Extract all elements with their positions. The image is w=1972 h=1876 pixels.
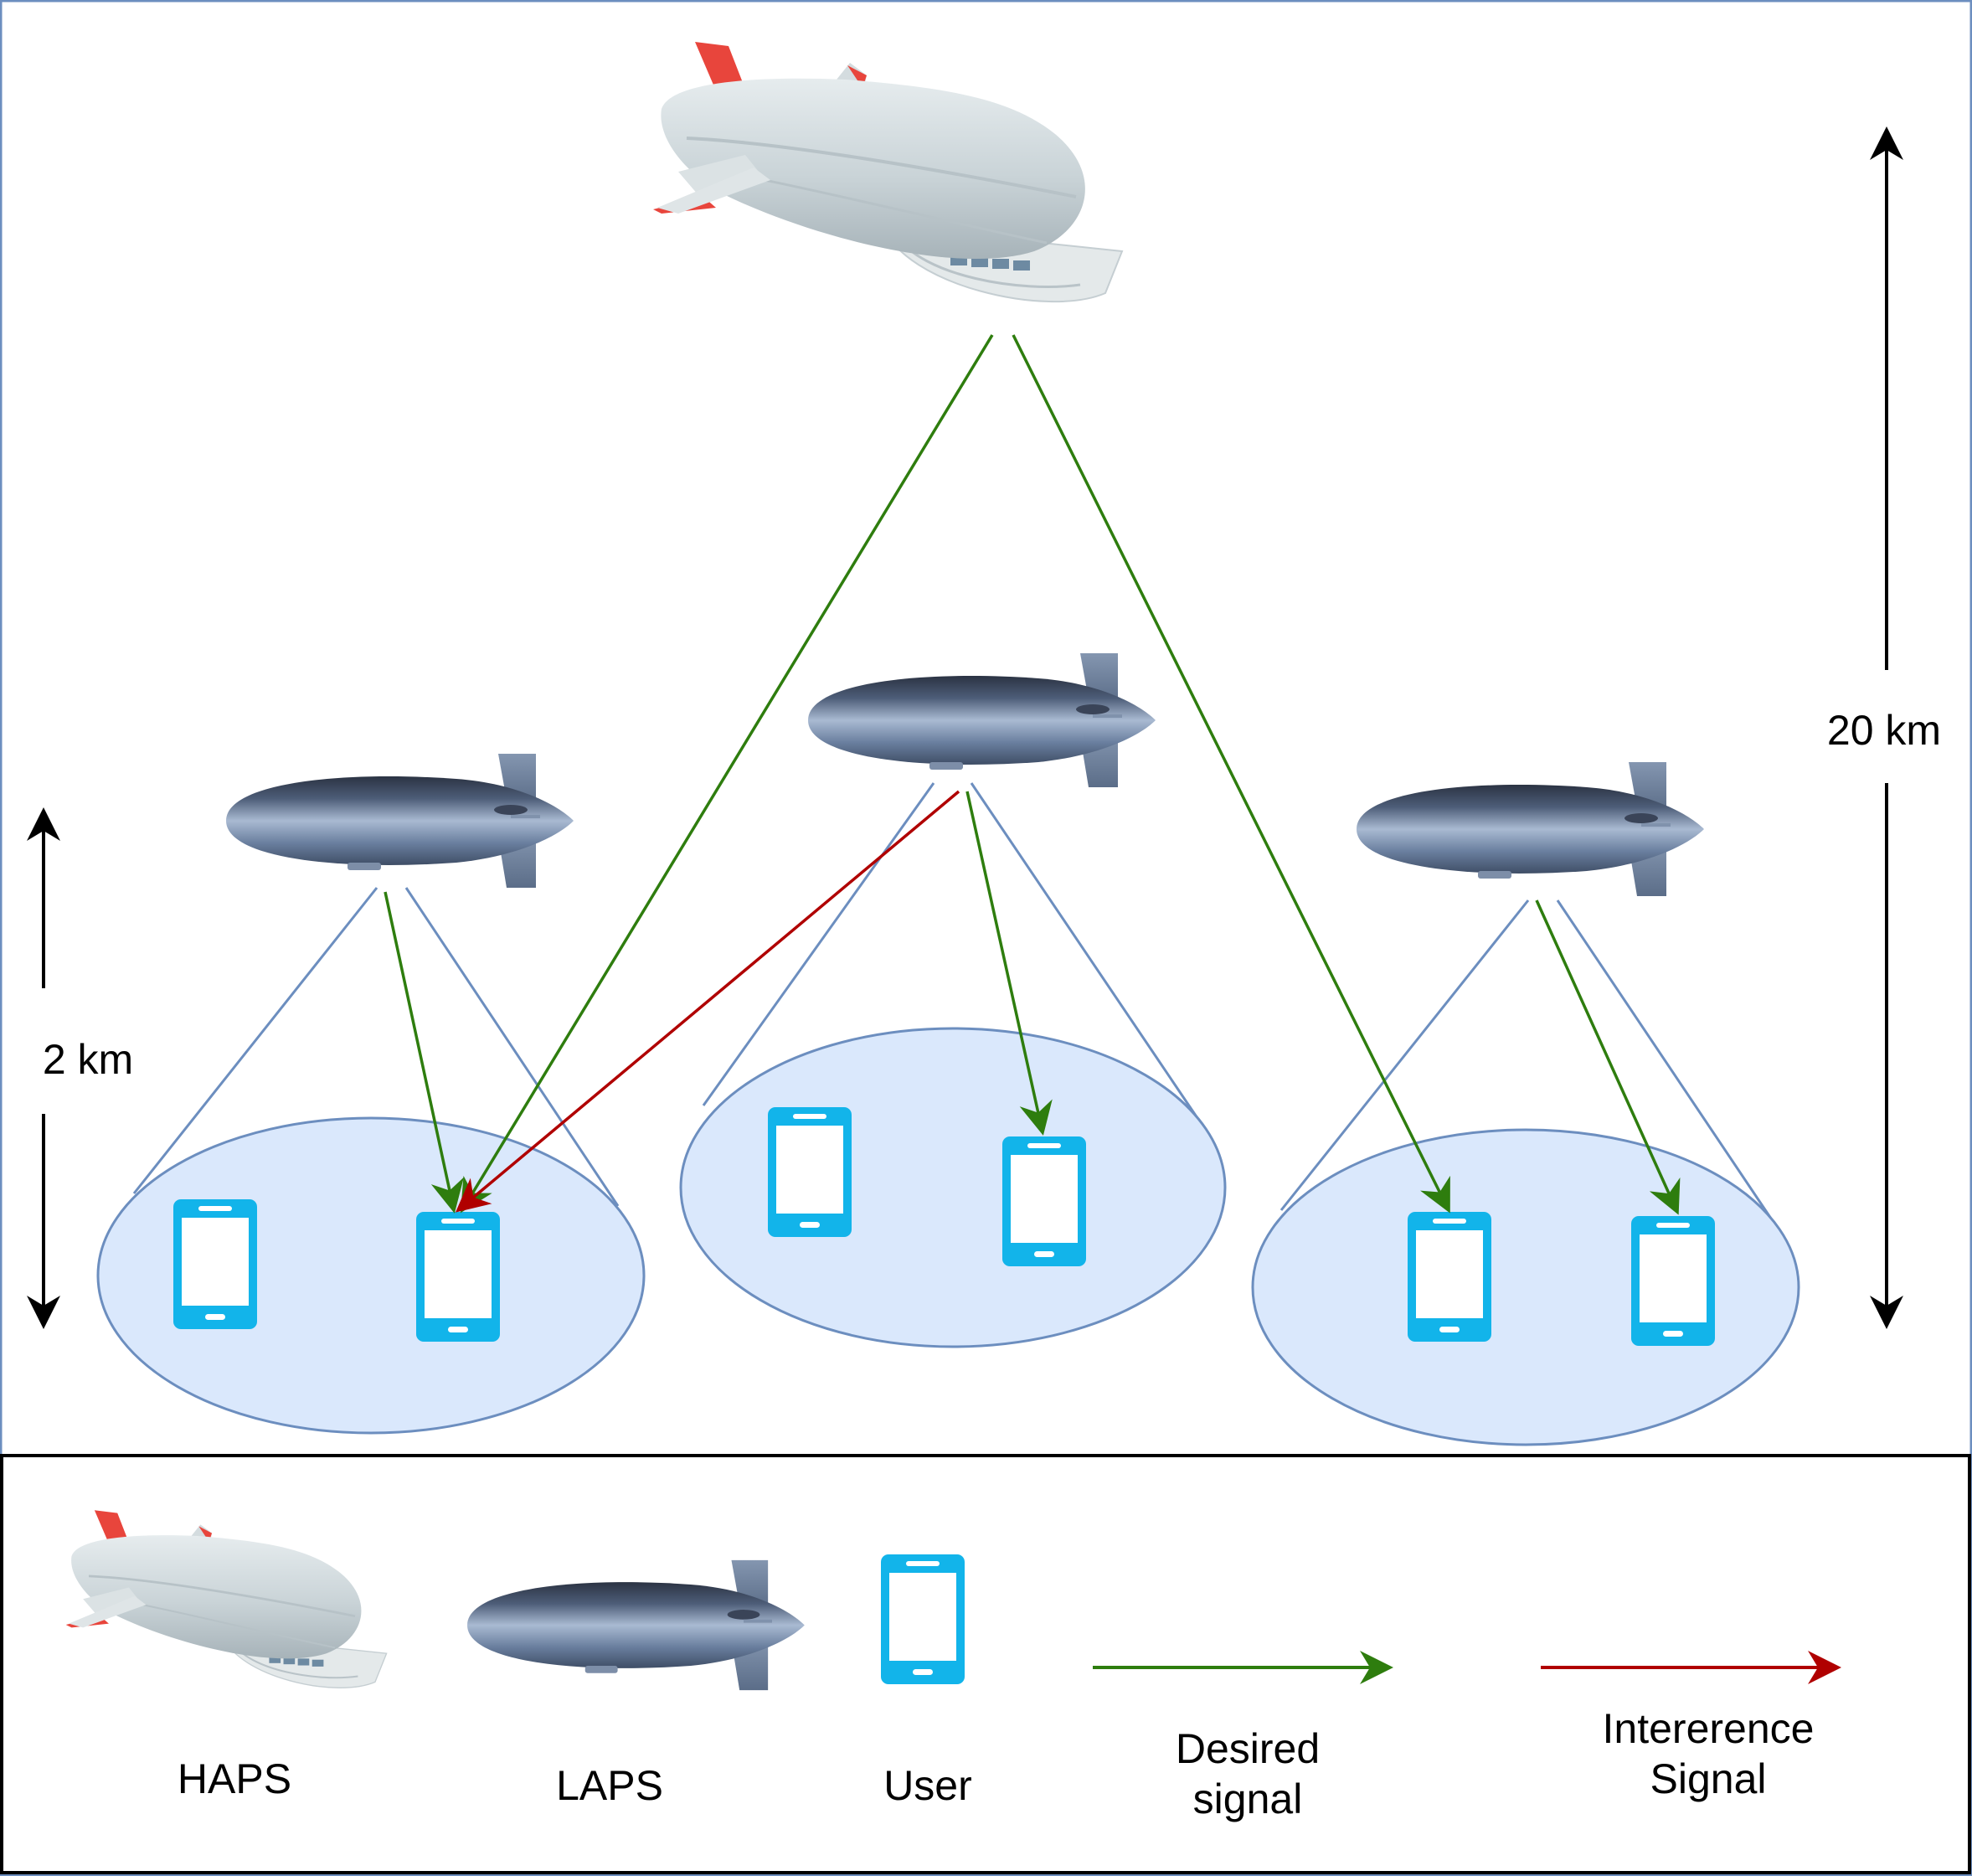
desired-signal-arrow xyxy=(1012,334,1450,1214)
smartphone-icon xyxy=(173,1199,257,1329)
coverage-cone-middle xyxy=(702,782,1201,1121)
legend-interference-label: Intererence Signal xyxy=(1541,1703,1876,1804)
coverage-area-right xyxy=(1251,1128,1800,1446)
legend-interference-line2: Signal xyxy=(1650,1755,1767,1802)
legend-laps-label: LAPS xyxy=(556,1762,663,1809)
legend-haps-label: HAPS xyxy=(177,1755,292,1802)
smartphone-icon xyxy=(881,1554,965,1684)
desired-signal-arrow xyxy=(384,891,464,1214)
legend-desired-line2: signal xyxy=(1192,1776,1303,1822)
desired-signal-arrow xyxy=(965,791,1053,1136)
coverage-area-left xyxy=(96,1116,646,1435)
laps-altitude-label: 2 km xyxy=(42,1036,134,1083)
coverage-area-middle xyxy=(679,1027,1227,1348)
coverage-cone-right xyxy=(1279,899,1773,1219)
desired-signal-arrow xyxy=(460,334,994,1214)
interference-signal-arrow xyxy=(455,790,960,1213)
desired-signal-arrow xyxy=(1535,899,1681,1215)
haps-altitude-label: 20 km xyxy=(1826,707,1942,754)
smartphone-icon xyxy=(768,1107,852,1237)
legend-desired-line1: Desired xyxy=(1175,1725,1321,1772)
legend-interference-line1: Intererence xyxy=(1602,1705,1815,1752)
coverage-cone-left xyxy=(132,887,620,1207)
legend-desired-label: Desired signal xyxy=(1122,1724,1373,1824)
smartphone-icon xyxy=(416,1212,500,1342)
smartphone-icon xyxy=(1408,1212,1491,1342)
smartphone-icon xyxy=(1631,1216,1715,1346)
legend-user-label: User xyxy=(883,1762,972,1809)
smartphone-icon xyxy=(1002,1136,1086,1266)
